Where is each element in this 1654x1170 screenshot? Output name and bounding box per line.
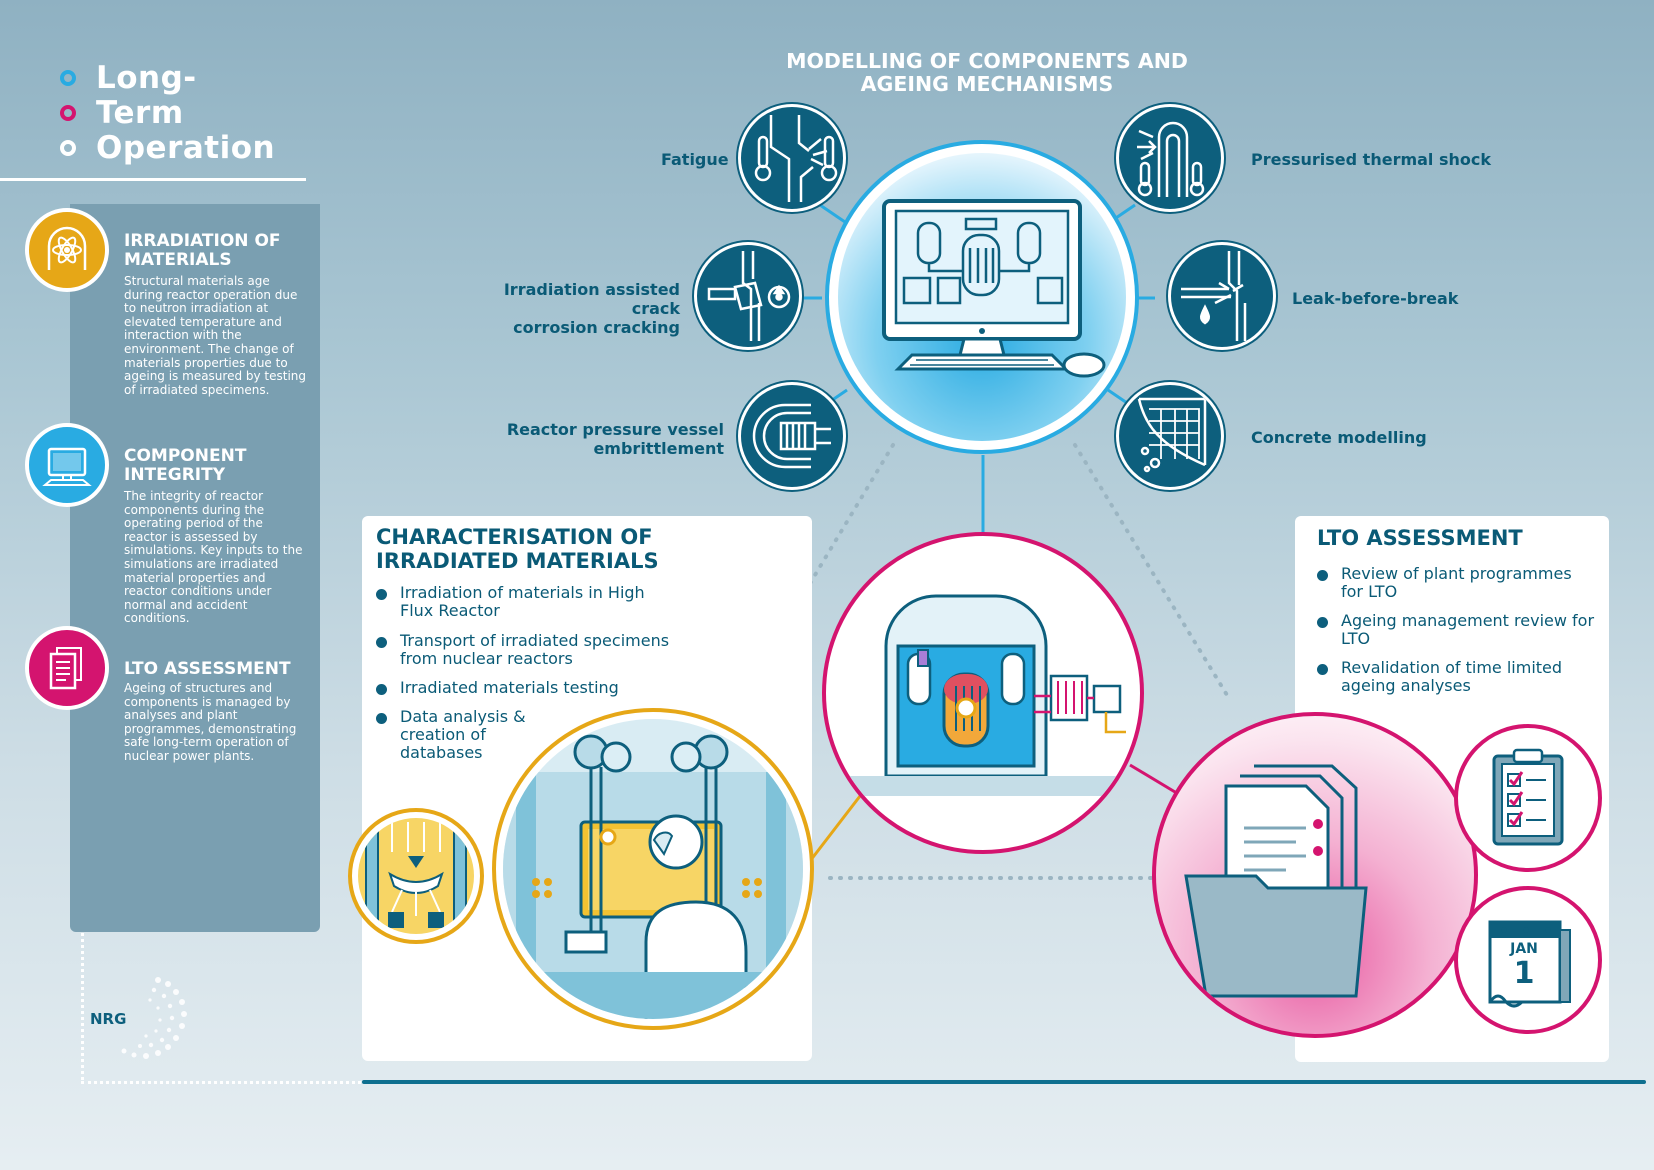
bullet-dot — [376, 589, 387, 600]
bullet-dot — [376, 684, 387, 695]
leak-before-break-icon — [1168, 242, 1276, 350]
concrete-modelling-icon — [1116, 382, 1224, 490]
calendar-month: JAN — [1510, 941, 1538, 957]
bottom-dotted-connector — [81, 1081, 361, 1084]
title-line-2: Term — [60, 95, 184, 131]
bullet-dot — [376, 713, 387, 724]
label-pressurised-thermal-shock: Pressurised thermal shock — [1251, 150, 1492, 169]
bottom-solid-line — [362, 1080, 1646, 1084]
pressurised-thermal-shock-icon — [1116, 104, 1224, 212]
lto-documents-circle — [1152, 712, 1478, 1038]
title-line-1: Long- — [60, 60, 197, 96]
section-text-lto: Ageing of structures and components is m… — [124, 681, 297, 763]
bullet-dot — [376, 637, 387, 648]
reactor-pressure-vessel-icon — [738, 382, 846, 490]
label-concrete-modelling: Concrete modelling — [1251, 428, 1427, 447]
hot-cell-circle — [492, 708, 814, 1030]
document-icon — [25, 626, 109, 710]
calendar-icon — [1488, 920, 1571, 1008]
title-divider — [0, 178, 306, 181]
nrg-logo — [88, 968, 198, 1068]
documents-folder-icon — [1184, 764, 1368, 998]
bullet-dot — [1317, 664, 1328, 675]
testing-machine-icon — [358, 818, 474, 934]
bullet-dot — [1317, 617, 1328, 628]
modelling-title: Modelling of components and ageing mecha… — [786, 49, 1188, 96]
clipboard-checklist-icon — [1492, 748, 1564, 846]
computer-icon — [25, 423, 109, 507]
section-text-irradiation: Structural materials age during reactor … — [124, 274, 307, 397]
label-leak-before-break: Leak-before-break — [1292, 289, 1459, 308]
section-title-lto: LTO assessment — [124, 659, 291, 679]
page-title-line-1: Long- — [96, 60, 197, 96]
nrg-logo-text: NRG — [90, 1010, 127, 1028]
section-title-integrity: Component integrity — [124, 446, 247, 485]
label-iascc: Irradiation assisted crack corrosion cra… — [503, 280, 680, 337]
left-info-panel — [70, 204, 320, 932]
checklist-circle — [1454, 724, 1602, 872]
lto-assessment-title: LTO assessment — [1317, 526, 1523, 550]
title-line-3: Operation — [60, 130, 275, 166]
characterisation-title: Characterisation of irradiated materials — [376, 525, 659, 573]
computer-monitor-icon — [882, 199, 1106, 378]
reactor-building-icon — [826, 594, 1140, 796]
crack-corrosion-icon — [694, 242, 802, 350]
atom-icon — [25, 208, 109, 292]
page-title-line-2: Term — [96, 95, 184, 131]
label-rpv-embrittlement: Reactor pressure vessel embrittlement — [506, 420, 724, 458]
label-fatigue: Fatigue — [661, 150, 729, 169]
magenta-ring-icon — [60, 105, 76, 121]
page-title-line-3: Operation — [96, 130, 276, 166]
hot-cell-operator-icon — [503, 719, 803, 1019]
section-text-integrity: The integrity of reactor components duri… — [124, 489, 303, 626]
char-bullet-3: Irradiated materials testing — [376, 679, 619, 697]
white-ring-icon — [60, 140, 76, 156]
reactor-circle — [822, 532, 1144, 854]
fatigue-icon — [738, 104, 846, 212]
section-title-irradiation: Irradiation of materials — [124, 231, 281, 270]
bullet-dot — [1317, 570, 1328, 581]
calendar-day: 1 — [1513, 956, 1535, 991]
cyan-ring-icon — [60, 70, 76, 86]
modelling-center-circle — [838, 153, 1126, 441]
calendar-circle — [1454, 886, 1602, 1034]
materials-testing-circle — [348, 808, 484, 944]
